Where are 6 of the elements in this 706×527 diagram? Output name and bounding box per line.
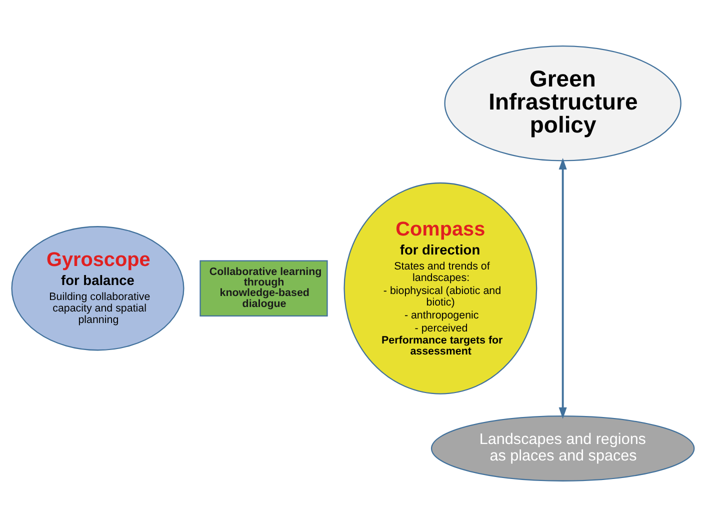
node-ellipse: Landscapes and regions as places and spaces [430, 416, 695, 482]
node-box: Collaborative learning through knowledge-based dialogue [200, 260, 328, 316]
node-circle: Compass for direction States and trends of landscapes: - biophysical (abiotic and biotic) - anthropogenic - perceived Performance targets for assessment [344, 182, 538, 394]
node-ellipse: Gyroscope for balance Building collaborative capacity and spatial planning [11, 226, 184, 351]
arrow [558, 158, 567, 419]
node-ellipse: Green Infrastructure policy [444, 46, 682, 162]
